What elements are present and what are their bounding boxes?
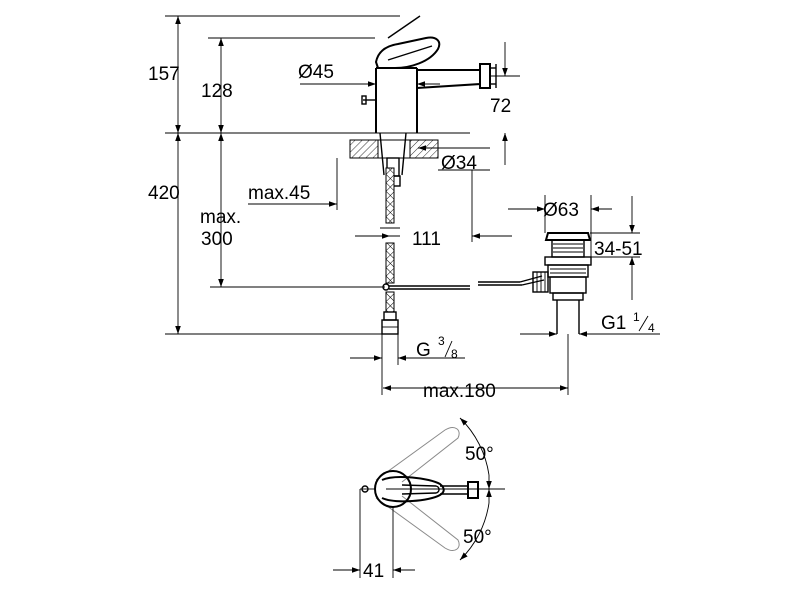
dim-angle-top: 50° (465, 444, 494, 465)
dim-3451-lines (590, 196, 640, 300)
dim-dia34-lines (418, 145, 490, 171)
dim-dia63-lines (508, 195, 612, 257)
popup-linkage (382, 275, 545, 291)
dim-128: 128 (201, 81, 233, 102)
dim-dia63: Ø63 (543, 200, 579, 221)
dim-max-word: max. (200, 207, 241, 228)
dim-34-51: 34-51 (594, 239, 643, 260)
dim-72: 72 (490, 96, 511, 117)
dim-g38-lines (350, 334, 465, 395)
dim-max45-lines (248, 158, 338, 210)
dim-max180: max.180 (423, 381, 496, 402)
dim-dia45: Ø45 (298, 62, 334, 83)
waste-fitting (532, 232, 592, 334)
top-view (360, 427, 505, 551)
dim-41-lines (333, 489, 415, 578)
dim-300: 300 (201, 229, 233, 250)
left-dimensions (165, 15, 470, 335)
countertop (349, 132, 439, 187)
dim-72-lines (490, 42, 520, 165)
dim-g1-numerator: 1 (633, 310, 640, 324)
dim-g1-denominator: 4 (648, 321, 655, 335)
faucet-body (361, 15, 497, 133)
dim-angle-bottom: 50° (463, 527, 492, 548)
dim-41: 41 (363, 561, 384, 582)
dim-157: 157 (148, 64, 180, 85)
dim-g38: G (416, 340, 431, 361)
dim-g38-numerator: 3 (438, 334, 445, 348)
dim-g1: G1 (601, 313, 626, 334)
dim-111: 111 (412, 229, 441, 250)
dim-111-lines (355, 170, 512, 242)
dim-420: 420 (148, 183, 180, 204)
dim-g38-denominator: 8 (451, 347, 458, 361)
dim-angles-lines (459, 417, 492, 561)
dim-max45: max.45 (248, 183, 310, 204)
supply-hose (380, 167, 400, 335)
dim-dia34: Ø34 (441, 153, 477, 174)
dim-max180-lines (383, 334, 569, 395)
